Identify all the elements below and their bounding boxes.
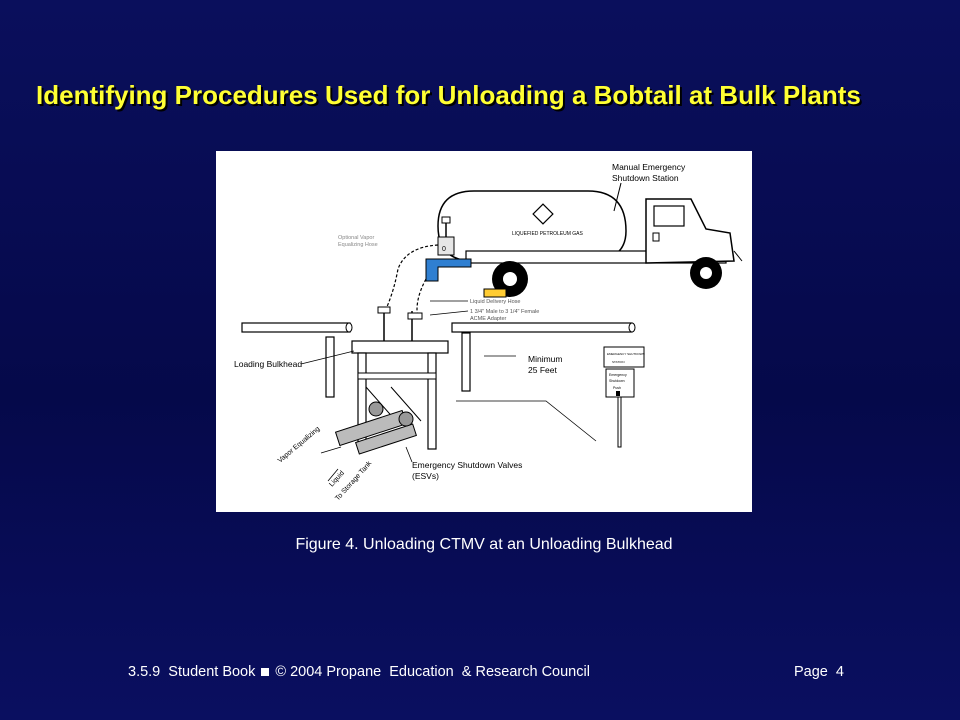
- label-shutdown-station: Shutdown Station: [612, 173, 679, 183]
- tank-label: LIQUEFIED PETROLEUM GAS: [512, 231, 584, 237]
- cab-door-handle: [652, 232, 660, 242]
- pump-bracket: [425, 258, 472, 282]
- label-adapter-1: 1 3/4" Male to 3 1/4" Female: [470, 309, 539, 315]
- footer-page-number: Page 4: [794, 664, 844, 680]
- label-optional-vapor: Optional Vapor: [338, 235, 374, 241]
- cab-window: [653, 205, 685, 227]
- svg-text:Emergency: Emergency: [609, 373, 627, 377]
- diagram-svg: LIQUEFIED PETROLEUM GAS 0 Manual Emerge: [234, 162, 743, 503]
- label-25-feet: 25 Feet: [528, 365, 557, 375]
- liquid-hose: [416, 278, 427, 320]
- hazard-diamond: [532, 203, 554, 225]
- slide-title: Identifying Procedures Used for Unloadin…: [36, 80, 861, 110]
- svg-text:Shutdown: Shutdown: [609, 379, 625, 383]
- label-loading-bulkhead: Loading Bulkhead: [234, 359, 302, 369]
- footer-left: 3.5.9 Student Book © 2004 Propane Educati…: [128, 664, 590, 680]
- label-equalizing-hose: Equalizing Hose: [338, 242, 378, 248]
- protective-barrier: [241, 322, 636, 398]
- svg-text:EMERGENCY SHUTDOWN: EMERGENCY SHUTDOWN: [607, 352, 645, 356]
- figure-caption: Figure 4. Unloading CTMV at an Unloading…: [295, 536, 673, 553]
- svg-text:STATION: STATION: [612, 360, 625, 364]
- tank-valve-body: [437, 236, 455, 256]
- distance-line: [456, 400, 597, 442]
- footer-copyright: © 2004 Propane Education & Research Coun…: [275, 664, 590, 680]
- label-to-storage-tank: To Storage Tank: [334, 460, 373, 503]
- wheel-chock: [483, 288, 507, 298]
- bobtail-truck: LIQUEFIED PETROLEUM GAS 0: [425, 190, 743, 298]
- vapor-hose: [385, 244, 439, 310]
- label-minimum: Minimum: [528, 354, 562, 364]
- svg-text:0: 0: [442, 246, 446, 253]
- label-manual-emergency: Manual Emergency: [612, 162, 686, 172]
- label-vapor-equalizing: Vapor Equalizing: [277, 425, 322, 464]
- label-esv: Emergency Shutdown Valves: [412, 460, 522, 470]
- bullet-separator: [261, 667, 270, 676]
- label-liquid: Liquid: [328, 470, 346, 489]
- label-liquid-delivery-hose: Liquid Delivery Hose: [470, 299, 520, 305]
- label-adapter-2: ACME Adapter: [470, 316, 507, 322]
- slide-footer: 3.5.9 Student Book © 2004 Propane Educati…: [0, 664, 960, 684]
- svg-text:Push: Push: [613, 386, 621, 390]
- footer-book: 3.5.9 Student Book: [128, 664, 256, 680]
- emergency-shutdown-sign: EMERGENCY SHUTDOWN STATION Emergency Shu…: [603, 346, 645, 448]
- unloading-diagram: LIQUEFIED PETROLEUM GAS 0 Manual Emerge: [216, 151, 752, 512]
- loading-bulkhead: [334, 306, 449, 455]
- esv-valves: [334, 401, 418, 455]
- label-esv-abbr: (ESVs): [412, 471, 439, 481]
